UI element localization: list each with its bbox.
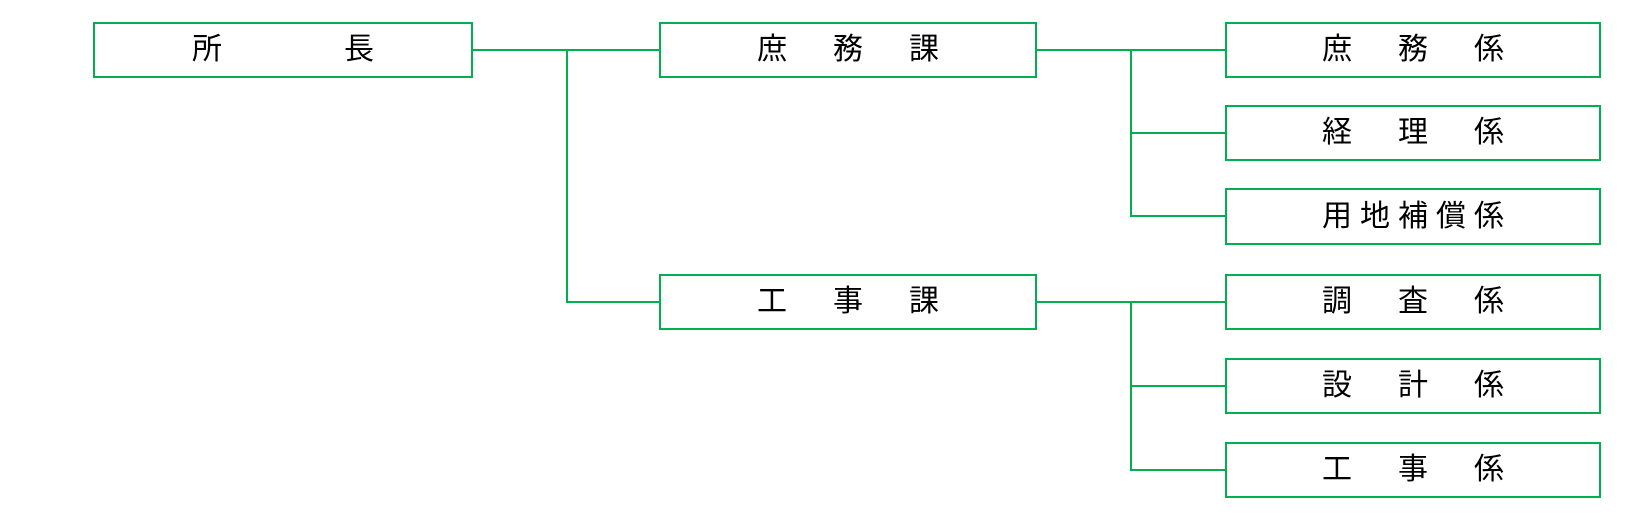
connector-to-construction-section (566, 301, 661, 303)
node-accounting-unit-label: 経 理 係 (1322, 116, 1512, 149)
node-design-unit-label: 設 計 係 (1322, 369, 1512, 402)
node-survey-unit-label: 調 査 係 (1322, 285, 1512, 318)
connector-director-trunk (566, 49, 568, 303)
node-general-affairs-section-label: 庶 務 課 (757, 33, 947, 66)
node-general-affairs-section: 庶 務 課 (659, 22, 1037, 78)
connector-to-design-unit (1130, 385, 1225, 387)
node-construction-section: 工 事 課 (659, 274, 1037, 330)
node-director: 所 長 (93, 22, 473, 78)
node-construction-unit-label: 工 事 係 (1322, 453, 1512, 486)
node-accounting-unit: 経 理 係 (1225, 105, 1601, 161)
connector-to-construction-unit (1130, 469, 1225, 471)
node-land-compensation-unit: 用地補償係 (1225, 188, 1601, 245)
node-construction-section-label: 工 事 課 (757, 285, 947, 318)
node-general-affairs-unit: 庶 務 係 (1225, 22, 1601, 78)
connector-to-accounting-unit (1130, 132, 1225, 134)
node-land-compensation-unit-label: 用地補償係 (1322, 199, 1512, 233)
node-general-affairs-unit-label: 庶 務 係 (1322, 33, 1512, 66)
connector-to-land-compensation-unit (1130, 215, 1225, 217)
node-survey-unit: 調 査 係 (1225, 274, 1601, 330)
node-construction-unit: 工 事 係 (1225, 442, 1601, 498)
node-director-label: 所 長 (192, 33, 382, 66)
node-design-unit: 設 計 係 (1225, 358, 1601, 414)
